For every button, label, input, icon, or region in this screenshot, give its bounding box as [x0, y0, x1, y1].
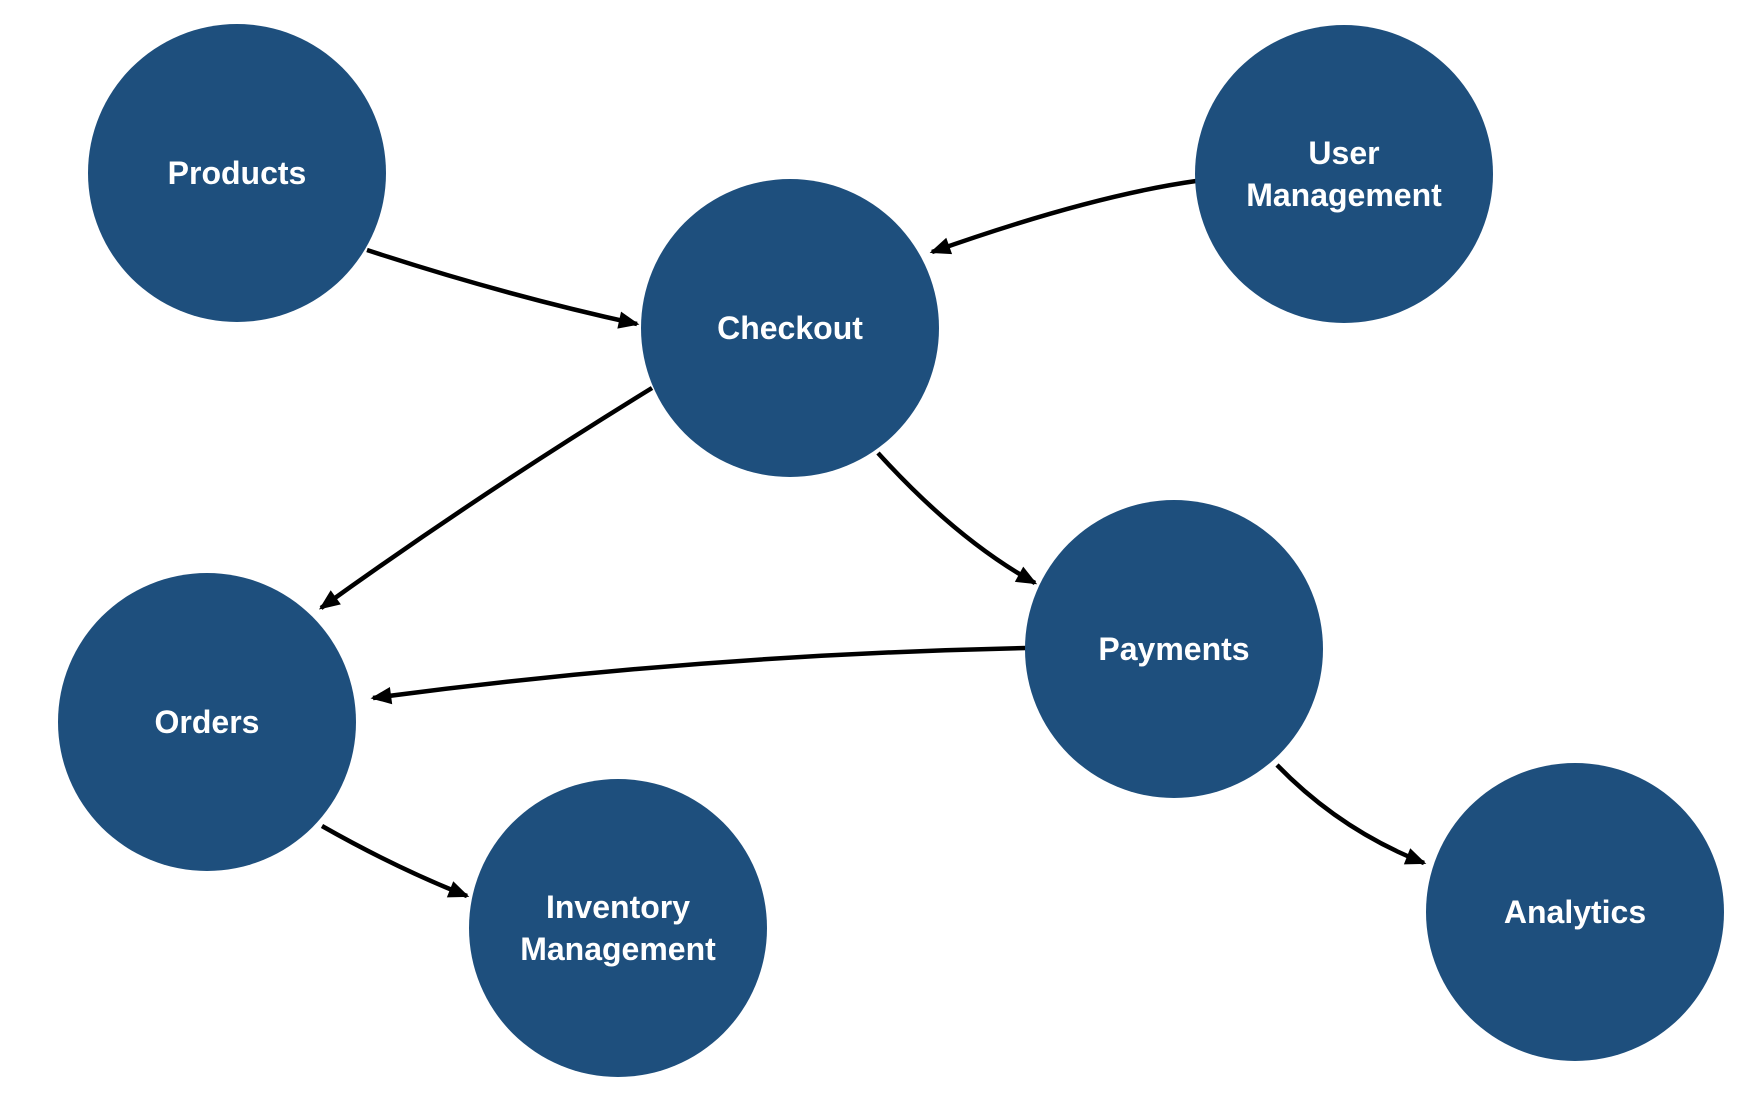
edge-checkout-to-orders — [318, 386, 654, 610]
node-checkout[interactable]: Checkout — [641, 179, 939, 477]
node-inventory-management[interactable]: Inventory Management — [469, 779, 767, 1077]
node-label-user-management: User Management — [1246, 134, 1442, 213]
edge-user-management-to-checkout — [929, 178, 1197, 255]
node-label-checkout: Checkout — [717, 309, 863, 346]
node-label-analytics: Analytics — [1503, 893, 1647, 930]
edge-payments-to-orders — [370, 645, 1027, 705]
node-label-payments: Payments — [1098, 630, 1250, 667]
node-label-orders: Orders — [154, 703, 260, 740]
edge-orders-to-inventory-management — [320, 824, 470, 899]
node-analytics[interactable]: Analytics — [1426, 763, 1724, 1061]
node-label-inventory-management: Inventory Management — [520, 888, 716, 967]
node-label-products: Products — [167, 154, 307, 191]
edge-products-to-checkout — [366, 247, 640, 329]
edge-payments-to-analytics — [1275, 763, 1427, 866]
node-products[interactable]: Products — [88, 24, 386, 322]
node-payments[interactable]: Payments — [1025, 500, 1323, 798]
node-orders[interactable]: Orders — [58, 573, 356, 871]
node-user-management[interactable]: User Management — [1195, 25, 1493, 323]
edge-checkout-to-payments — [876, 451, 1038, 585]
